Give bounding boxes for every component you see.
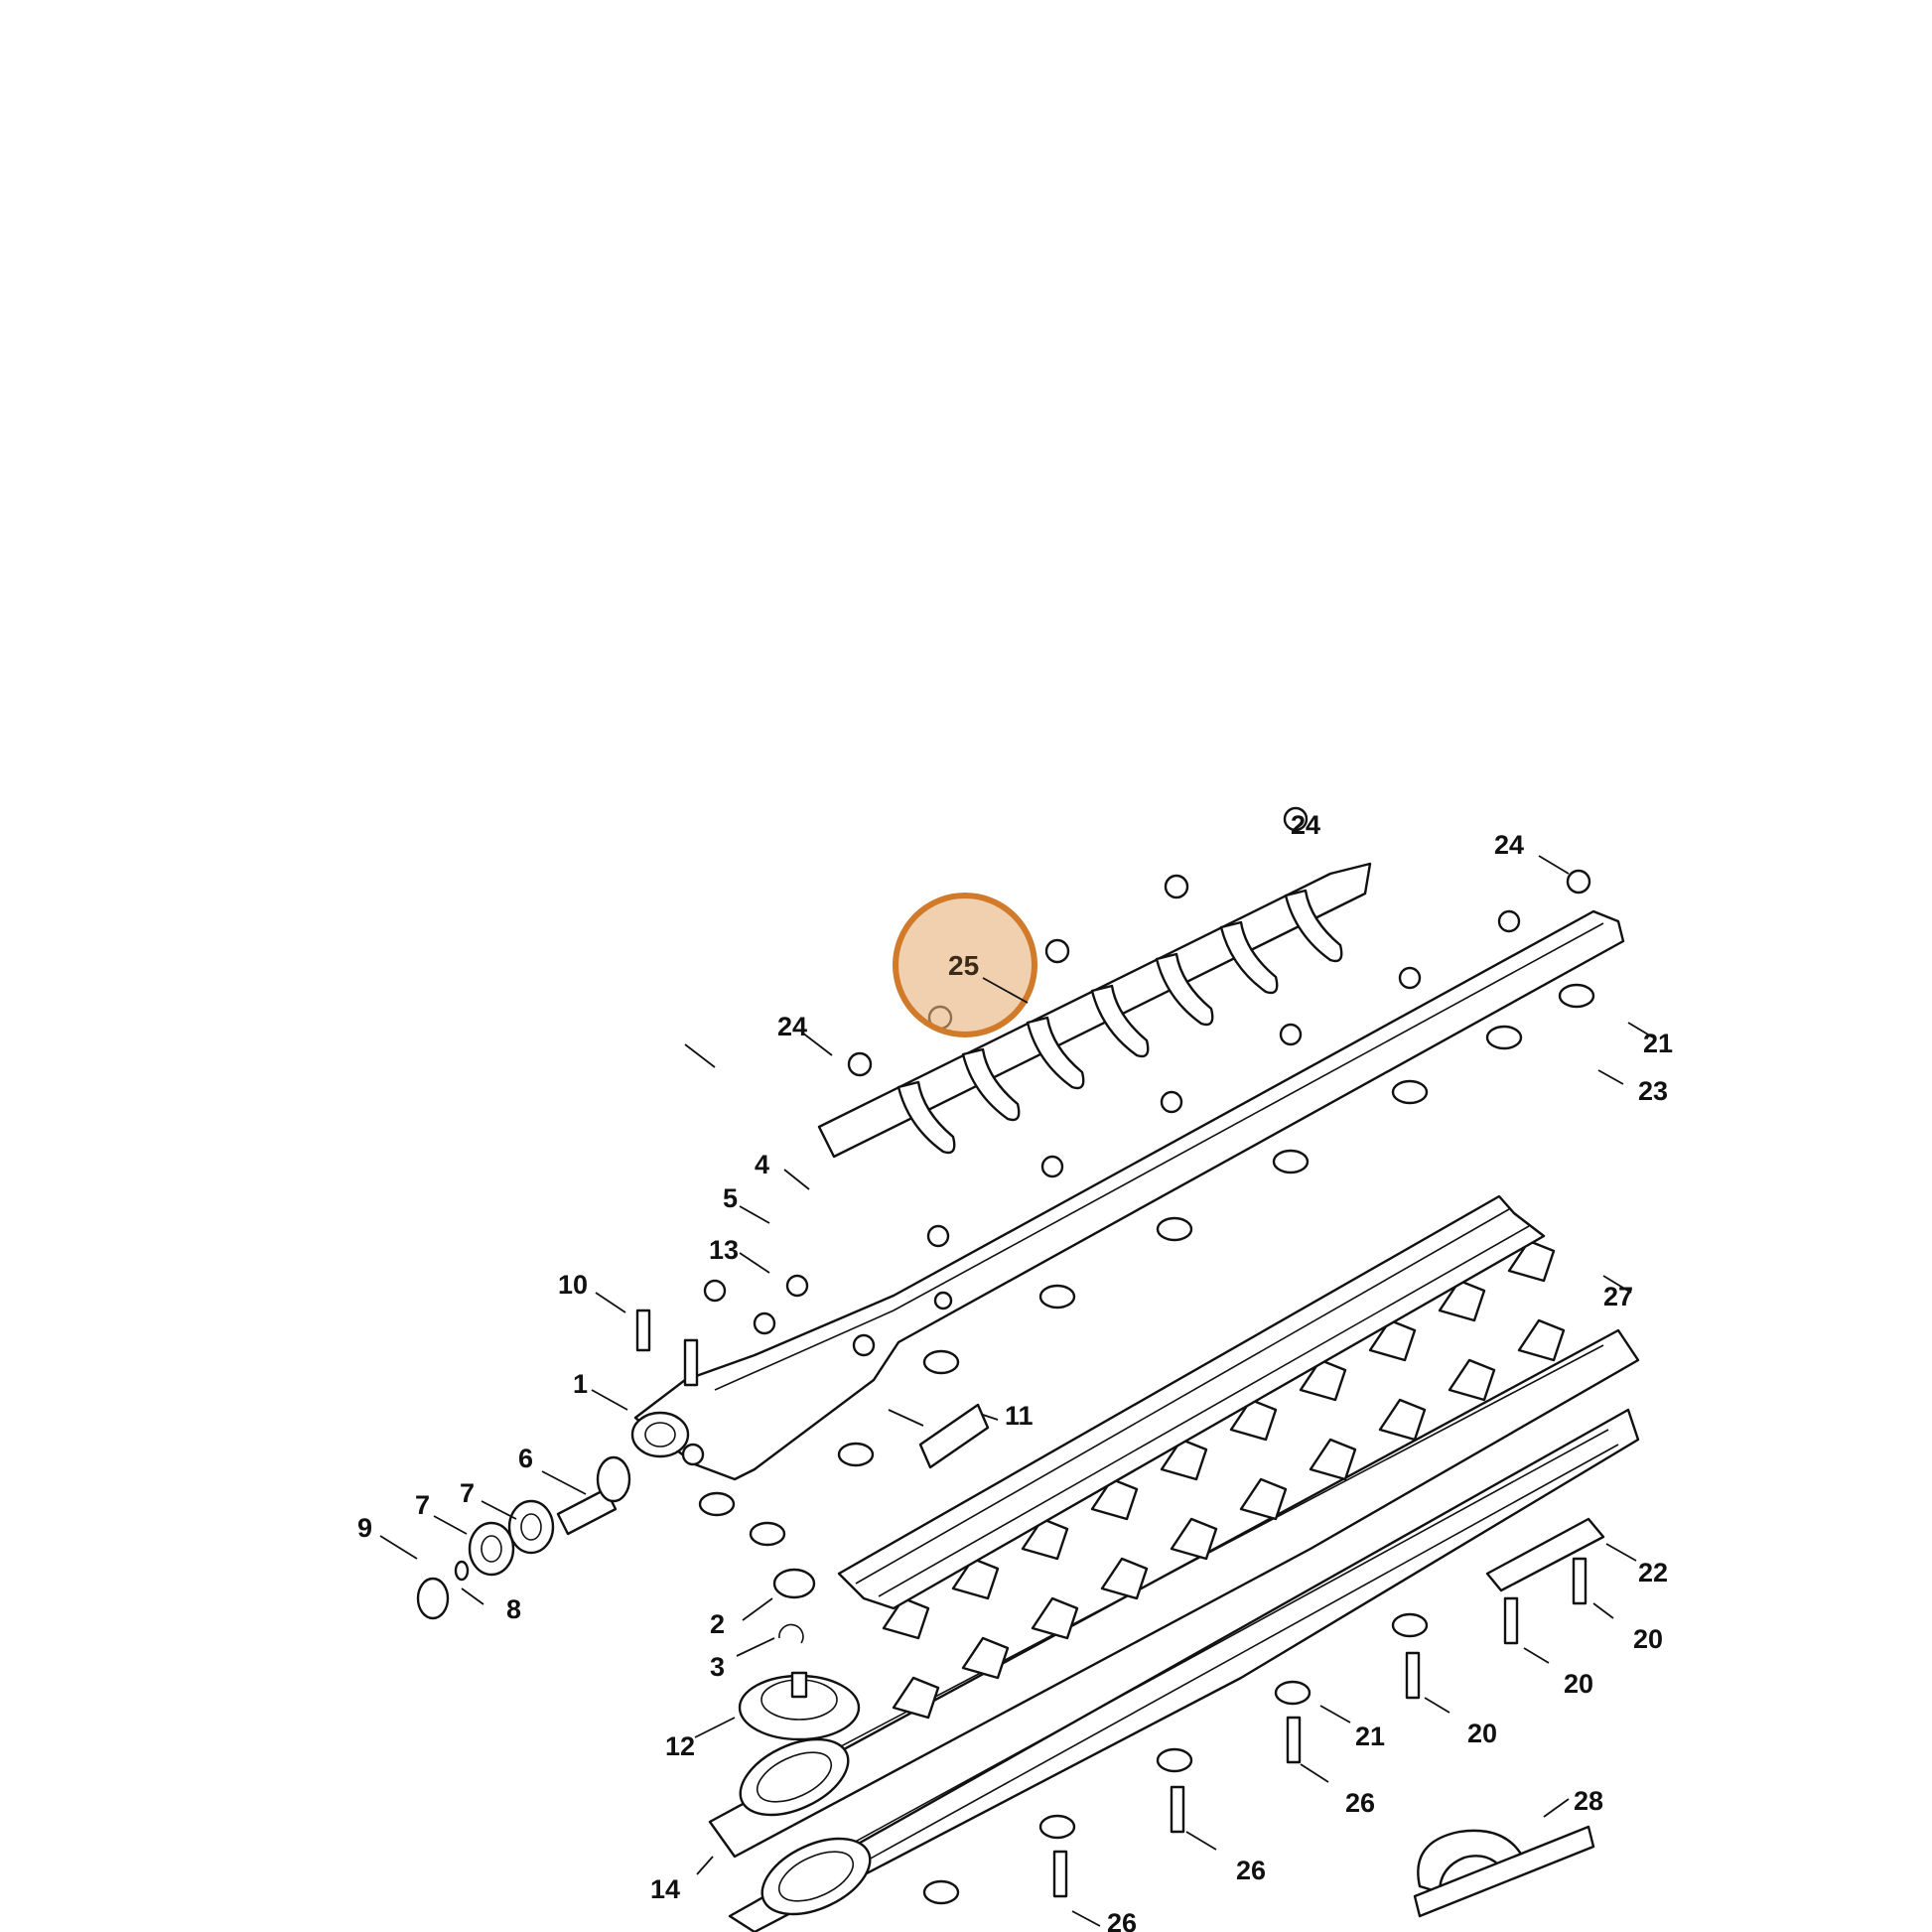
hardware-nuts: [703, 806, 1591, 1335]
callout-label: 2: [710, 1609, 725, 1639]
callout-label: 20: [1467, 1719, 1497, 1748]
highlight-circle: [893, 893, 1037, 1037]
bearing-stack: [416, 1455, 631, 1620]
cutter-finger-blade: [817, 862, 1372, 1159]
blade-teeth: [882, 1239, 1566, 1720]
callout-label: 7: [460, 1478, 475, 1508]
callout-label: 26: [1236, 1856, 1266, 1885]
callout-label: 9: [357, 1513, 372, 1543]
gear-housing: [630, 909, 1625, 1481]
screws: [635, 1309, 1587, 1898]
callout-label: 20: [1633, 1624, 1663, 1654]
blade-end-loop: [739, 1737, 872, 1916]
callout-label: 14: [650, 1874, 680, 1904]
callout-label: 28: [1574, 1786, 1603, 1816]
leader-lines: [379, 855, 1654, 1927]
callout-label: 24: [1494, 830, 1524, 860]
callout-label: 22: [1638, 1558, 1668, 1587]
callout-label: 12: [665, 1731, 695, 1761]
callout-label: 3: [710, 1652, 725, 1682]
cutter-blade-upper: [708, 1328, 1640, 1859]
highlight-label: 25: [948, 950, 979, 981]
callout-label: 26: [1345, 1788, 1375, 1818]
callout-label: 24: [1291, 810, 1320, 840]
callout-label: 7: [415, 1490, 430, 1520]
callout-label: 21: [1355, 1722, 1385, 1751]
callout-label: 4: [755, 1150, 769, 1179]
callout-label: 11: [1005, 1401, 1034, 1431]
cutter-blade-lower: [728, 1408, 1640, 1932]
callout-label: 13: [709, 1235, 739, 1265]
callout-label: 8: [506, 1594, 521, 1624]
callout-label: 27: [1603, 1282, 1633, 1311]
hardware-washers: [698, 983, 1595, 1905]
callout-label: 10: [558, 1270, 588, 1300]
callout-label: 6: [518, 1444, 533, 1473]
callout-label: 1: [573, 1369, 588, 1399]
warning-label: [918, 1403, 990, 1469]
guide-rail: [837, 1194, 1546, 1610]
callout-labels: 24 24 21 23 24 4 5 13 10 27 1 11 6 7 7 9…: [357, 810, 1673, 1932]
callout-label: 26: [1107, 1908, 1137, 1932]
clamp-plate: [1485, 1517, 1605, 1592]
highlighted-callout[interactable]: 25: [893, 893, 1037, 1037]
callout-label: 21: [1643, 1029, 1673, 1058]
callout-label: 24: [777, 1012, 807, 1041]
blade-guard: [1413, 1825, 1595, 1918]
drive-plate: [738, 1568, 861, 1741]
callout-label: 20: [1564, 1669, 1593, 1699]
callout-label: 23: [1638, 1076, 1668, 1106]
callout-label: 5: [723, 1183, 738, 1213]
